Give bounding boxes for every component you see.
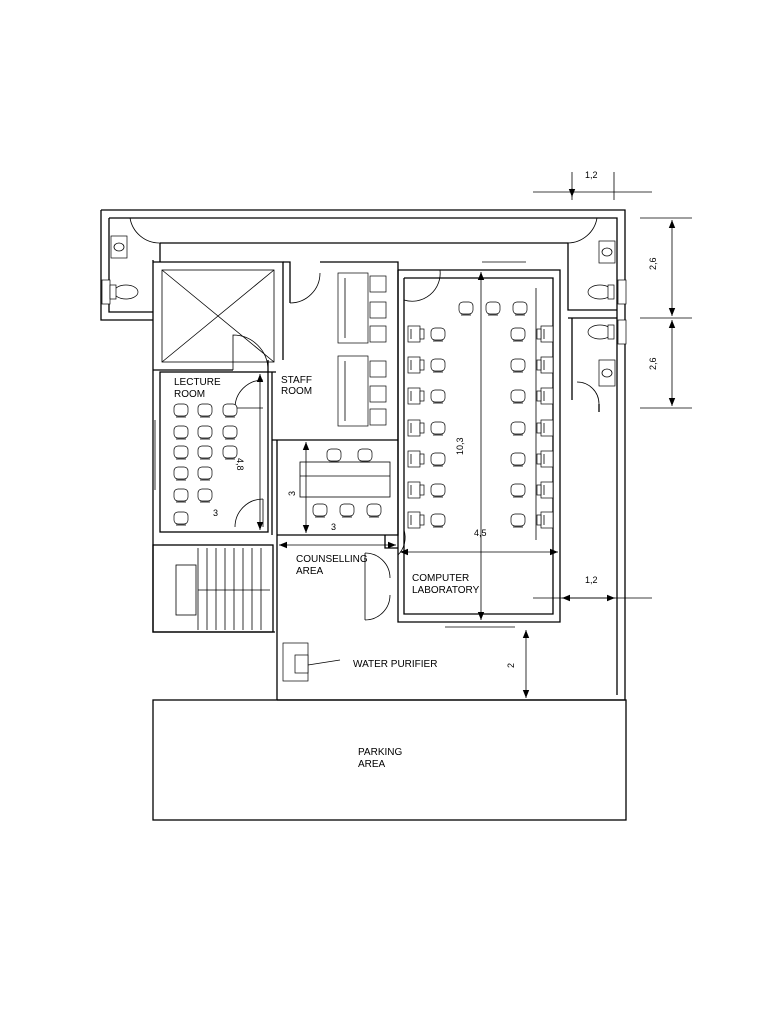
dim-front-gap: 2 xyxy=(506,663,516,668)
chair-icon xyxy=(430,483,446,498)
computer-lab-label-1: COMPUTER xyxy=(412,573,469,584)
chair-icon xyxy=(197,403,213,418)
chair-icon xyxy=(430,421,446,436)
chair-icon xyxy=(430,327,446,342)
lecture-room-label-2: ROOM xyxy=(174,389,205,400)
chair-icon xyxy=(458,301,474,316)
dim-counselling-depth: 3 xyxy=(287,491,297,496)
dim-side-passage: 1,2 xyxy=(585,575,598,585)
toilet-right xyxy=(567,240,627,412)
computer-icon xyxy=(536,325,554,343)
dim-lab-width: 4,5 xyxy=(474,528,487,538)
chair-icon xyxy=(197,445,213,460)
staff-seating xyxy=(369,275,387,426)
chair-icon xyxy=(197,488,213,503)
chair-icon xyxy=(173,488,189,503)
counselling-seating xyxy=(312,448,382,518)
counselling-label-1: COUNSELLING xyxy=(296,554,368,565)
dim-toilet-lower: 2,6 xyxy=(648,357,658,370)
chair-icon xyxy=(369,385,387,403)
dim-lecture-width: 3 xyxy=(213,508,218,518)
chair-icon xyxy=(369,408,387,426)
chair-icon xyxy=(369,360,387,378)
counselling-label-2: AREA xyxy=(296,566,324,577)
chair-icon xyxy=(173,425,189,440)
computer-icon xyxy=(407,356,425,374)
computer-icon xyxy=(536,481,554,499)
parking-label-2: AREA xyxy=(358,759,386,770)
chair-icon xyxy=(510,452,526,467)
main-stair xyxy=(152,544,274,633)
parking-area xyxy=(152,699,627,821)
dim-lecture-depth: 4,8 xyxy=(235,458,245,471)
chair-icon xyxy=(510,327,526,342)
dim-toilet-upper: 2,6 xyxy=(648,257,658,270)
lecture-room-label-1: LECTURE xyxy=(174,377,221,388)
computer-icon xyxy=(407,419,425,437)
chair-icon xyxy=(339,503,355,518)
chair-icon xyxy=(510,483,526,498)
dim-top-width: 1,2 xyxy=(585,170,598,180)
chair-icon xyxy=(485,301,501,316)
chair-icon xyxy=(366,503,382,518)
dim-counselling-width: 3 xyxy=(331,522,336,532)
stair-shaft xyxy=(153,261,284,373)
dim-lab-length: 10,3 xyxy=(455,437,465,455)
stair-treads xyxy=(197,548,270,630)
chair-icon xyxy=(312,503,328,518)
chair-icon xyxy=(197,466,213,481)
chair-icon xyxy=(173,445,189,460)
chair-icon xyxy=(222,445,238,460)
chair-icon xyxy=(173,466,189,481)
computer-icon xyxy=(407,511,425,529)
computer-icon xyxy=(536,450,554,468)
computer-laboratory xyxy=(397,261,561,628)
chair-icon xyxy=(430,452,446,467)
toilet-left xyxy=(101,235,139,305)
chair-icon xyxy=(510,358,526,373)
chair-icon xyxy=(197,425,213,440)
lecture-seating xyxy=(173,403,238,526)
upper-corridor xyxy=(129,217,598,262)
chair-icon xyxy=(430,389,446,404)
computer-icon xyxy=(536,387,554,405)
staff-room-label-2: ROOM xyxy=(281,386,312,397)
chair-icon xyxy=(173,511,189,526)
chair-icon xyxy=(173,403,189,418)
computer-icon xyxy=(407,481,425,499)
dimension-lines xyxy=(256,172,692,698)
chair-icon xyxy=(510,421,526,436)
water-purifier-unit xyxy=(282,642,341,682)
chair-icon xyxy=(512,301,528,316)
chair-icon xyxy=(369,275,387,293)
computer-icon xyxy=(407,450,425,468)
staff-room-label-1: STAFF xyxy=(281,375,312,386)
chair-icon xyxy=(357,448,373,463)
computer-icon xyxy=(536,419,554,437)
parking-label-1: PARKING xyxy=(358,747,402,758)
chair-icon xyxy=(430,513,446,528)
computer-icon xyxy=(536,356,554,374)
chair-icon xyxy=(510,513,526,528)
chair-icon xyxy=(326,448,342,463)
chair-icon xyxy=(369,301,387,319)
computer-icon xyxy=(407,325,425,343)
chair-icon xyxy=(430,358,446,373)
computer-lab-label-2: LABORATORY xyxy=(412,585,480,596)
chair-icon xyxy=(222,403,238,418)
chair-icon xyxy=(369,325,387,343)
chair-icon xyxy=(510,389,526,404)
chair-icon xyxy=(222,425,238,440)
water-purifier-label: WATER PURIFIER xyxy=(353,659,437,670)
computer-icon xyxy=(407,387,425,405)
computer-icon xyxy=(536,511,554,529)
lab-workstations xyxy=(407,301,554,529)
